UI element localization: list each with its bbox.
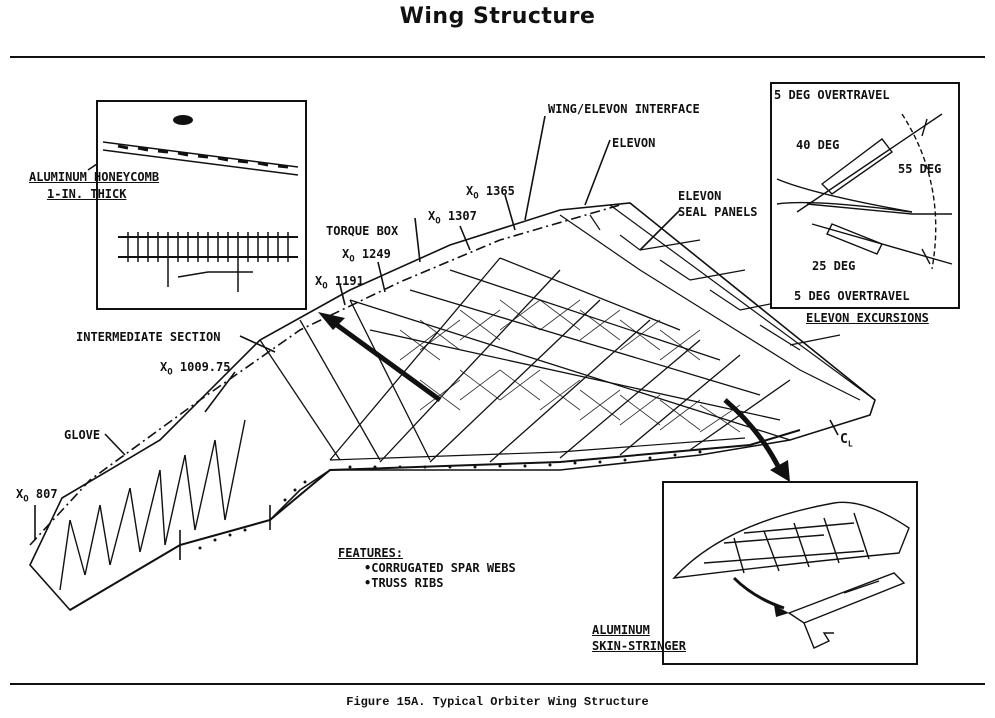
top-overtravel-label: 5 DEG OVERTRAVEL (774, 88, 890, 102)
top-rule (10, 56, 985, 58)
station-1365-label: XO 1365 (466, 184, 515, 202)
elevon-label: ELEVON (612, 136, 656, 150)
range-deg-label: 55 DEG (898, 162, 942, 176)
honeycomb-inset (96, 100, 307, 310)
elevon-seal-label-2: SEAL PANELS (678, 205, 758, 219)
feature-item: •TRUSS RIBS (364, 576, 444, 590)
torque-box-label: TORQUE BOX (326, 224, 399, 238)
page-title: Wing Structure (399, 4, 596, 29)
bottom-rule (10, 683, 985, 685)
figure-caption: Figure 15A. Typical Orbiter Wing Structu… (346, 695, 649, 709)
glove-label: GLOVE (64, 428, 101, 442)
elevon-excursions-inset (770, 82, 960, 309)
skin-stringer-inset (662, 481, 918, 665)
elevon-panels (559, 204, 876, 401)
features-block: FEATURES: •CORRUGATED SPAR WEBS •TRUSS R… (338, 546, 516, 591)
station-1249-label: XO 1249 (342, 247, 391, 265)
elevon-excursions-caption: ELEVON EXCURSIONS (806, 311, 929, 325)
honeycomb-label-1: ALUMINUM HONEYCOMB (29, 170, 160, 184)
bottom-overtravel-label: 5 DEG OVERTRAVEL (794, 289, 910, 303)
station-1009-label: XO 1009.75 (160, 360, 231, 378)
skin-stringer-label-1: ALUMINUM (592, 623, 650, 637)
skin-stringer-label-2: SKIN-STRINGER (592, 639, 686, 653)
station-807-label: XO 807 (16, 487, 58, 505)
leading-edge-line (29, 204, 621, 546)
features-heading: FEATURES: (338, 546, 404, 560)
wing-elevon-interface-label: WING/ELEVON INTERFACE (548, 102, 700, 116)
down-deg-label: 25 DEG (812, 259, 856, 273)
elevon-seal-label-1: ELEVON (678, 189, 722, 203)
centerline-label: CL (840, 432, 853, 449)
truss-ribs (59, 419, 246, 591)
intermediate-section-label: INTERMEDIATE SECTION (76, 330, 221, 344)
station-1191-label: XO 1191 (315, 274, 364, 292)
station-1307-label: XO 1307 (428, 209, 477, 227)
feature-item: •CORRUGATED SPAR WEBS (364, 561, 516, 575)
up-deg-label: 40 DEG (796, 138, 840, 152)
honeycomb-label-2: 1-IN. THICK (47, 187, 127, 201)
